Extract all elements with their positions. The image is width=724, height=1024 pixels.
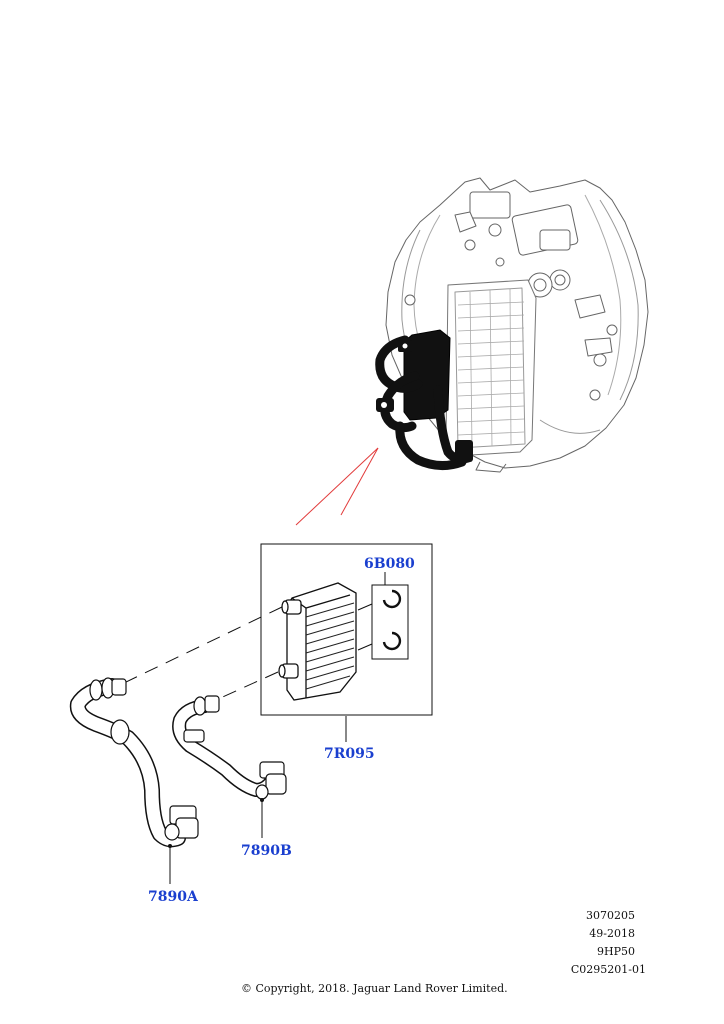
callout-7R095[interactable]: 7R095 — [324, 746, 375, 762]
oil-cooler-icon — [278, 582, 357, 701]
reference-line-4: C0295201-01 — [570, 963, 646, 976]
assembly-dashed-lines — [125, 606, 283, 701]
o-ring-group — [357, 572, 409, 660]
o-ring-seal-icon — [382, 589, 402, 609]
reference-line-1: 3070205 — [586, 909, 635, 922]
callout-7890A[interactable]: 7890A — [148, 889, 198, 905]
reference-line-2: 49-2018 — [589, 927, 635, 940]
cooler-hose-a-icon — [69, 677, 199, 848]
copyright-notice: © Copyright, 2018. Jaguar Land Rover Lim… — [241, 982, 508, 995]
callout-7890B[interactable]: 7890B — [241, 843, 292, 859]
installed-cooler-icon — [375, 329, 473, 470]
transmission-assembly-icon — [385, 177, 649, 473]
callout-6B080[interactable]: 6B080 — [364, 556, 415, 572]
cooler-kit-frame — [260, 543, 433, 716]
red-leader-lines — [295, 447, 379, 526]
o-ring-seal-icon — [382, 631, 402, 651]
reference-line-3: 9HP50 — [597, 945, 635, 958]
cooler-hose-b-icon — [172, 695, 287, 800]
